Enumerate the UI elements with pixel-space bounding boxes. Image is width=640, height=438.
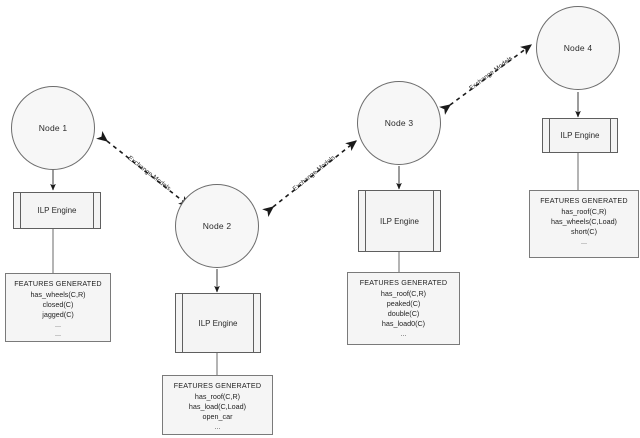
node-2-ilp-engine[interactable]: ILP Engine (175, 293, 261, 353)
node-1-features-title: FEATURES GENERATED (14, 279, 102, 288)
node-2-feature-line: has_roof(C,R) (194, 391, 241, 401)
node-3-features-title: FEATURES GENERATED (359, 278, 448, 287)
node-4-features-box: FEATURES GENERATED has_roof(C,R) has_whe… (529, 190, 639, 258)
node-2-circle[interactable]: Node 2 (175, 184, 259, 268)
node-4-features-ellipsis: ... (581, 236, 587, 246)
node-3-features-box: FEATURES GENERATED has_roof(C,R) peaked(… (347, 272, 460, 345)
node-1-feature-line: jagged(C) (42, 309, 74, 319)
node-2-features-ellipsis: ... (214, 421, 221, 431)
exchange-label-node1-node2: Exchange Models (126, 154, 172, 193)
node-3-feature-line: double(C) (387, 308, 420, 318)
node-4-label: Node 4 (563, 43, 593, 53)
node-3-label: Node 3 (384, 118, 414, 128)
node-2-features-title: FEATURES GENERATED (173, 381, 262, 390)
node-4-feature-line: has_roof(C,R) (561, 206, 607, 216)
node-2-label: Node 2 (202, 221, 232, 231)
node-1-circle[interactable]: Node 1 (11, 86, 95, 170)
node-3-feature-line: has_load0(C) (381, 318, 426, 328)
node-1-feature-line: closed(C) (42, 299, 74, 309)
node-1-feature-line: has_wheels(C,R) (30, 289, 86, 299)
exchange-label-node3-node4: Exchange Models (468, 54, 515, 93)
node-2-ilp-engine-label: ILP Engine (198, 318, 238, 328)
node-3-features-ellipsis: ... (400, 328, 407, 338)
node-2-feature-line: open_car (202, 411, 233, 421)
node-3-feature-line: has_roof(C,R) (380, 288, 427, 298)
node-3-ilp-engine[interactable]: ILP Engine (358, 190, 441, 252)
node-3-feature-line: peaked(C) (386, 298, 421, 308)
node-1-features-box: FEATURES GENERATED has_wheels(C,R) close… (5, 273, 111, 342)
node-4-ilp-engine[interactable]: ILP Engine (542, 118, 618, 153)
node-4-circle[interactable]: Node 4 (536, 6, 620, 90)
exchange-label-node2-node3: Exchange Models (291, 154, 337, 193)
node-1-features-ellipsis: ... (55, 319, 61, 329)
node-4-features-title: FEATURES GENERATED (540, 196, 628, 205)
node-3-ilp-engine-label: ILP Engine (380, 216, 419, 226)
node-2-features-box: FEATURES GENERATED has_roof(C,R) has_loa… (162, 375, 273, 435)
node-1-label: Node 1 (38, 123, 68, 133)
node-2-feature-line: has_load(C,Load) (188, 401, 247, 411)
node-3-circle[interactable]: Node 3 (357, 81, 441, 165)
node-1-ilp-engine[interactable]: ILP Engine (13, 192, 101, 229)
node-4-ilp-engine-label: ILP Engine (560, 131, 600, 140)
node-1-ilp-engine-label: ILP Engine (37, 206, 77, 215)
node-4-feature-line: has_wheels(C,Load) (551, 216, 617, 226)
node-1-features-ellipsis: ... (55, 328, 61, 338)
node-4-feature-line: short(C) (571, 226, 597, 236)
